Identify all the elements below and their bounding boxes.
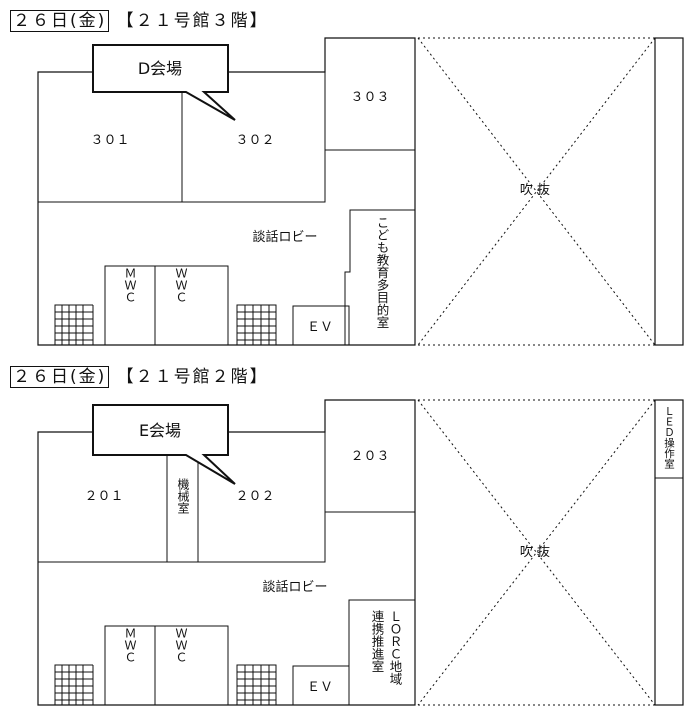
floor3-plan xyxy=(37,37,684,346)
atrium-label-3f: 吹 抜 xyxy=(520,182,550,198)
wc-men-3f: ＭＷＣ xyxy=(123,267,137,303)
right-strip-3f xyxy=(654,37,684,346)
right-strip-2f xyxy=(654,399,684,706)
wc-men-2f: ＭＷＣ xyxy=(123,627,137,663)
floor2-date: ２６日(金) xyxy=(10,366,110,388)
stairs-left-3f xyxy=(54,304,94,345)
ev-label-2f: ＥＶ xyxy=(307,680,333,695)
floor3-date: ２６日(金) xyxy=(10,10,110,32)
stairs-middle-2f xyxy=(236,664,277,705)
floor3-header: ２６日(金) 【２１号館３階】 xyxy=(10,6,269,32)
side-room-label-3f: こども教育多目的室 xyxy=(375,216,390,329)
room-201: ２０１ xyxy=(84,489,123,504)
room-203: ２０３ xyxy=(350,449,389,464)
lobby-label-3f: 談話ロビー xyxy=(252,229,317,245)
side-room-label-2f: ＬＯＲＣ地域 連携推進室 xyxy=(370,610,403,685)
venue-callout-3f xyxy=(92,44,236,121)
ev-label-3f: ＥＶ xyxy=(307,320,333,335)
lobby-label-2f: 談話ロビー xyxy=(262,579,327,595)
machine-room-label: 機械室 xyxy=(176,477,190,514)
side-room-2f-outline xyxy=(348,599,415,705)
atrium-2f xyxy=(417,399,656,706)
elevator-3f xyxy=(292,305,350,346)
room-302: ３０２ xyxy=(235,133,274,148)
room-202: ２０２ xyxy=(235,489,274,504)
venue-label-3f: D会場 xyxy=(138,59,182,78)
stairs-middle-3f xyxy=(236,304,277,345)
room-303: ３０３ xyxy=(350,90,389,105)
venue-label-2f: E会場 xyxy=(139,421,181,440)
wc-women-3f: ＷＷＣ xyxy=(174,267,188,303)
floor3-building: 【２１号館３階】 xyxy=(116,11,269,31)
floor2-header: ２６日(金) 【２１号館２階】 xyxy=(10,362,269,388)
side-room-3f-outline xyxy=(344,209,415,345)
side-room-label-2f-col2: 連携推進室 xyxy=(370,610,385,673)
room-301: ３０１ xyxy=(90,133,129,148)
floor2-building: 【２１号館２階】 xyxy=(116,367,269,387)
wc-women-2f: ＷＷＣ xyxy=(174,627,188,663)
atrium-label-2f: 吹 抜 xyxy=(520,544,550,560)
venue-callout-2f xyxy=(92,404,236,485)
led-room-label: ＬＥＤ操作室 xyxy=(663,406,675,469)
floor2-plan xyxy=(37,399,684,706)
side-room-label-2f-col1: ＬＯＲＣ地域 xyxy=(388,610,403,685)
stairs-left-2f xyxy=(54,664,94,705)
